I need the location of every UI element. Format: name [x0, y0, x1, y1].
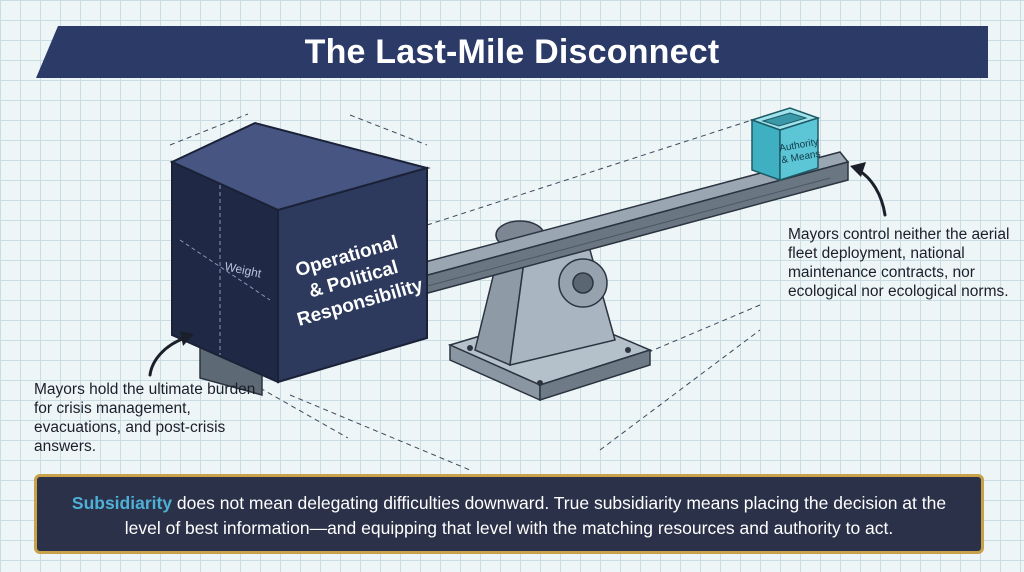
authority-cube: Authority & Means — [749, 107, 821, 182]
fulcrum-support — [474, 220, 616, 367]
right-note: Mayors control neither the aerial fleet … — [788, 226, 1010, 300]
right-note-arrow — [850, 162, 887, 217]
left-note-arrow — [148, 331, 194, 377]
title-banner-shape — [36, 26, 988, 78]
footer-text: does not mean delegating difficulties do… — [124, 493, 947, 538]
footer-highlight: Subsidiarity — [71, 493, 173, 513]
page-title: The Last-Mile Disconnect — [304, 32, 720, 71]
title-banner: The Last-Mile Disconnect — [36, 26, 988, 78]
footer-callout: Subsidiarity does not mean delegating di… — [34, 474, 984, 554]
responsibility-block: Weight Operational & Political Responsib… — [169, 121, 431, 384]
left-note: Mayors hold the ultimate burden for cris… — [34, 381, 256, 455]
